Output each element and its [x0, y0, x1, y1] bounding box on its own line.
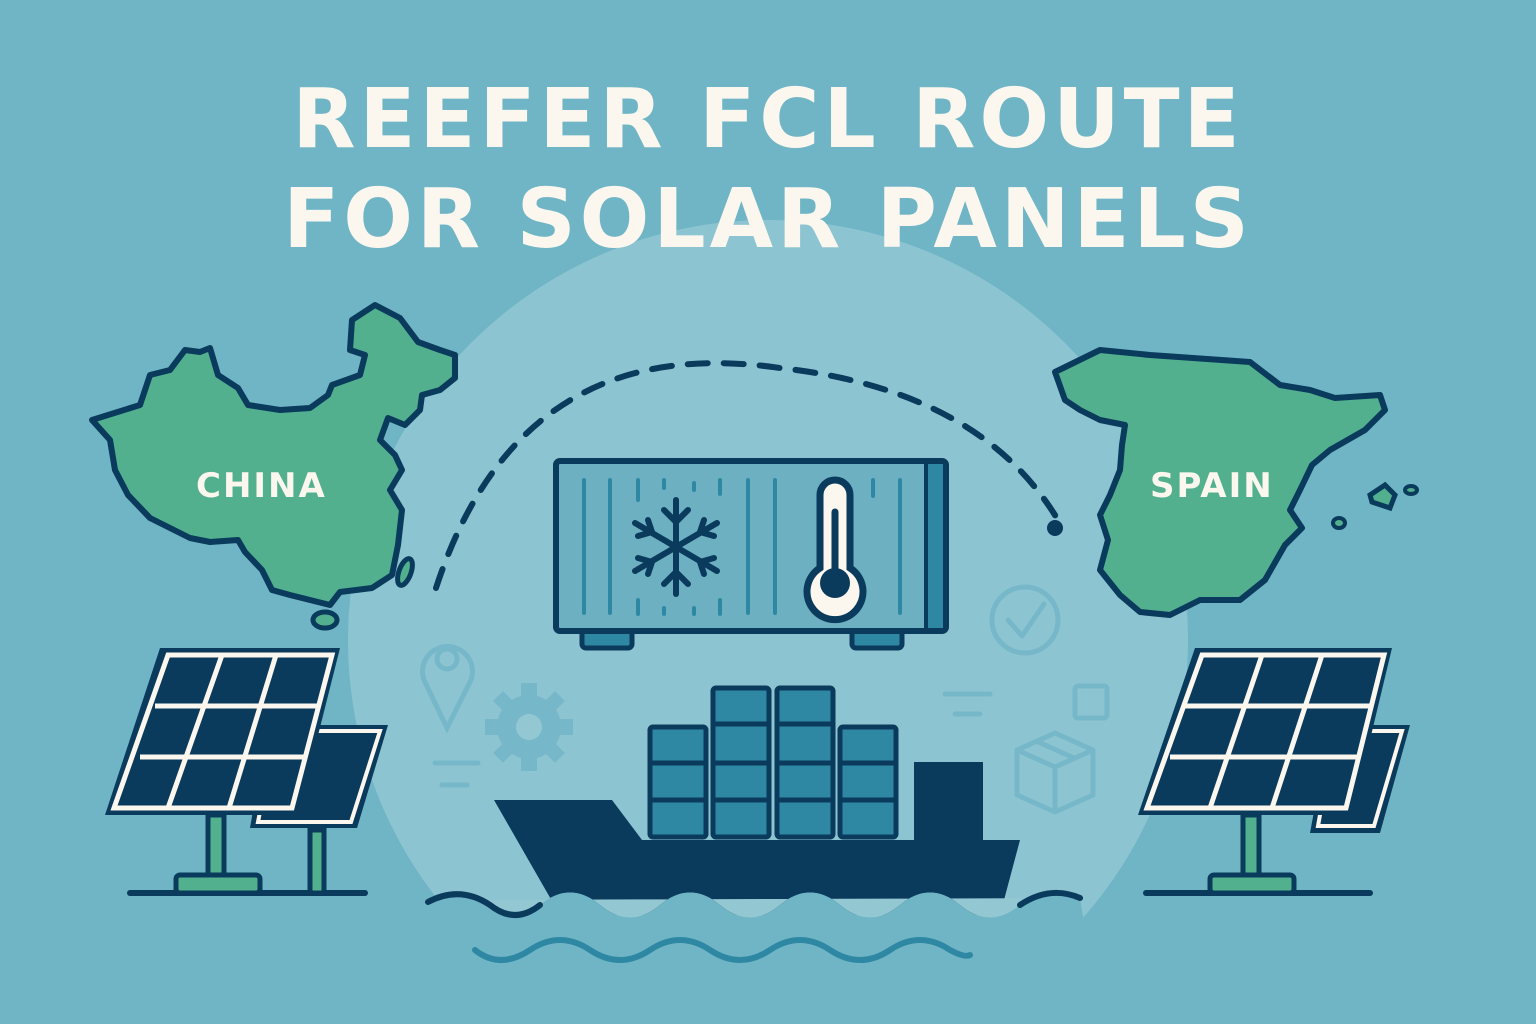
- origin-label-china: CHINA: [196, 466, 327, 506]
- map-china: [89, 302, 458, 631]
- thermometer-icon: [803, 476, 867, 624]
- reefer-container: [553, 458, 949, 651]
- route-destination-dot: [1047, 520, 1063, 536]
- title-line-1: REEFER FCL ROUTE: [292, 72, 1244, 167]
- container-ship: [494, 685, 1020, 915]
- decor-lines-left: [432, 760, 481, 788]
- solar-panel-left: [105, 648, 388, 896]
- wave-dark-right: [1017, 889, 1083, 908]
- title-line-2: FOR SOLAR PANELS: [283, 172, 1253, 267]
- gear-icon: [485, 683, 573, 771]
- decor-lines-right: [942, 691, 993, 717]
- solar-panel-right: [1138, 648, 1410, 896]
- wave-light: [472, 937, 973, 963]
- destination-label-spain: SPAIN: [1150, 466, 1274, 506]
- square-icon: [1072, 683, 1110, 721]
- map-spain: [1052, 347, 1419, 618]
- route-arc: [433, 360, 1061, 591]
- snowflake-icon: [632, 497, 720, 597]
- wave-dark-left: [425, 891, 543, 918]
- check-circle-icon: [989, 584, 1061, 656]
- location-pin-icon: [420, 643, 475, 734]
- box-icon: [1014, 730, 1096, 815]
